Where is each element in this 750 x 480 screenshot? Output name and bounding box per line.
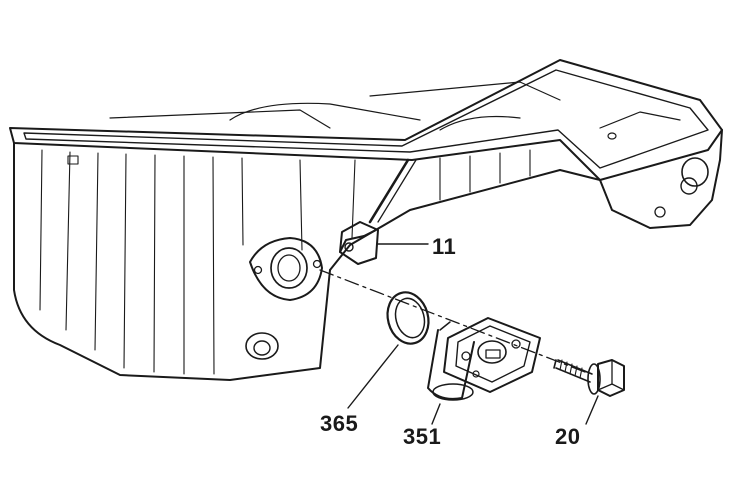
- callout-label-351: 351: [403, 424, 442, 449]
- callout-leader-351: [431, 403, 441, 425]
- oil-pan: [9, 59, 723, 381]
- oil-level-sensor: [339, 158, 417, 265]
- callout-label-365: 365: [320, 411, 359, 436]
- assembly-axis-line: [319, 269, 586, 373]
- callout-label-20: 20: [555, 424, 581, 449]
- sensor-housing: [427, 317, 541, 401]
- mounting-flange: [249, 237, 323, 301]
- callout-label-11: 11: [432, 234, 457, 259]
- callout-leader-20: [585, 395, 599, 425]
- flange-bolt: [553, 359, 625, 397]
- seal-ring: [386, 291, 430, 345]
- callout-leader-365: [347, 344, 399, 409]
